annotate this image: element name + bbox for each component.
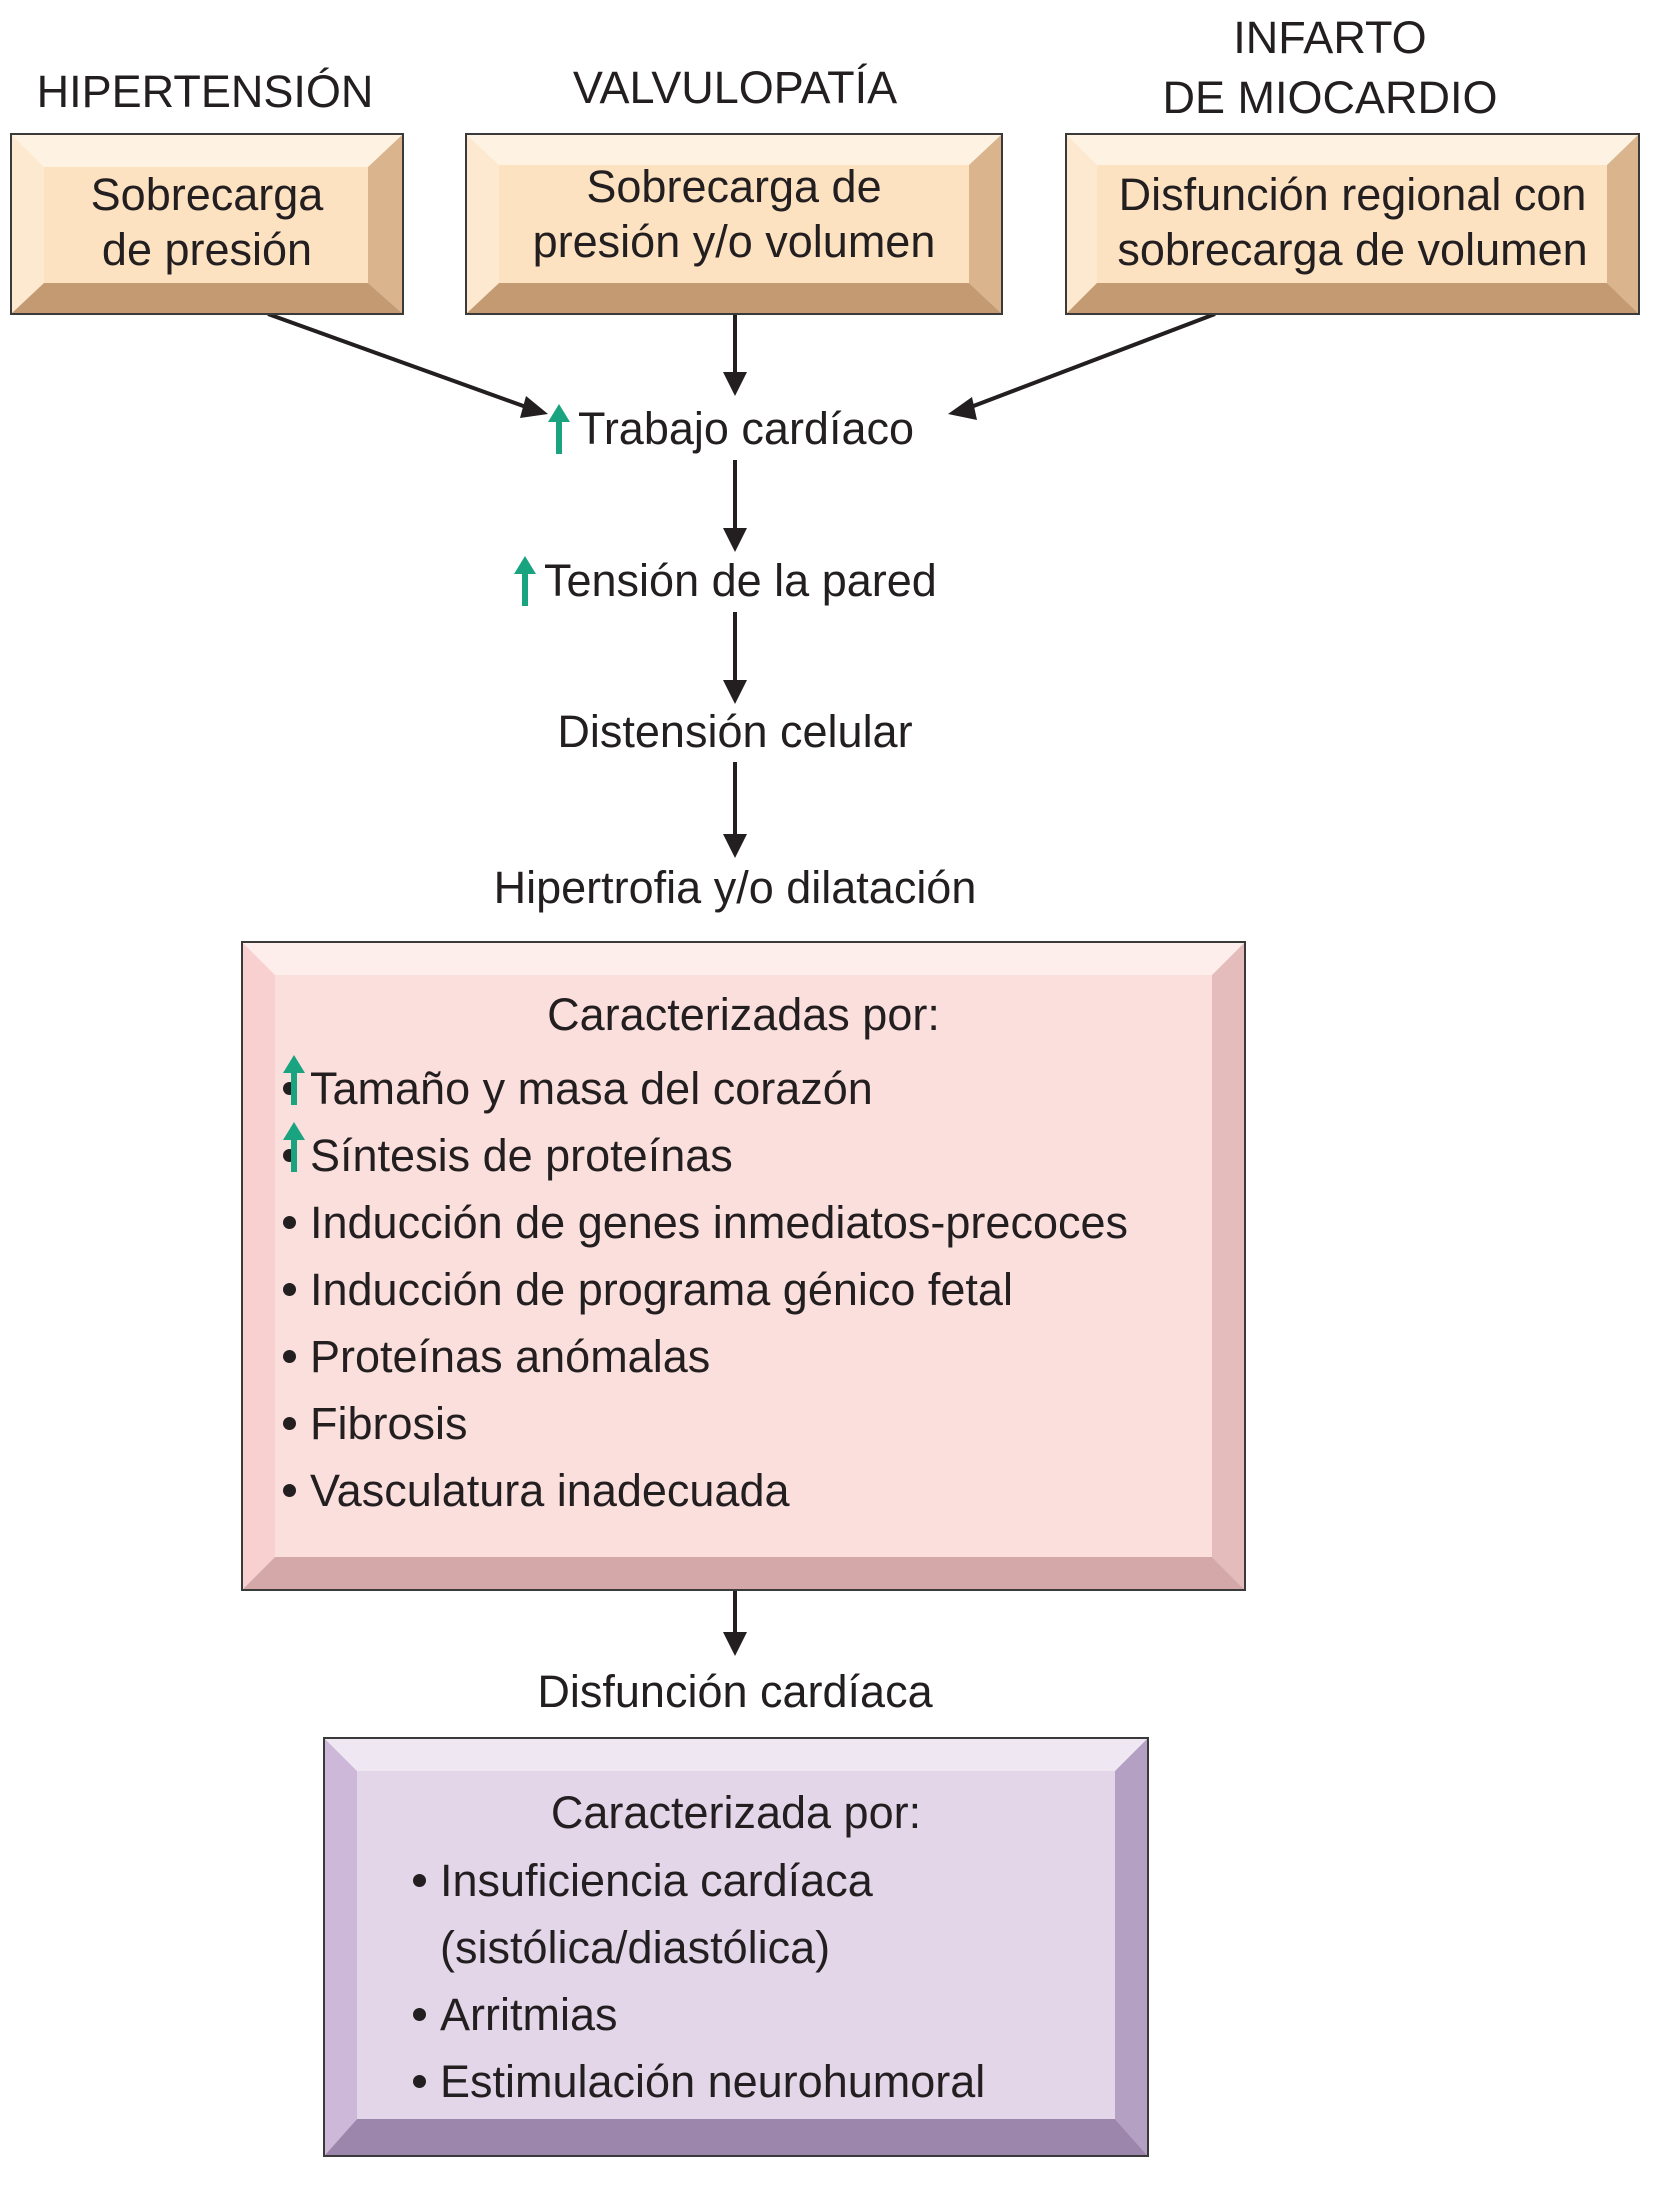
flow-step-hypertrophy: Hipertrofia y/o dilatación [493,862,977,913]
arrow-hipertension-to-work [267,312,541,414]
bullet-dot [283,1282,296,1296]
bullet-dot [283,1349,296,1363]
cause-box-infarto-line2: sobrecarga de volumen [1117,224,1588,275]
flow-step-dysfunction: Disfunción cardíaca [537,1666,933,1717]
dysfunction-list: Insuficiencia cardíaca (sistólica/diastó… [413,1847,985,2115]
cause-box-valvulopatia-line2: presión y/o volumen [532,216,936,267]
list-item-text: Arritmias [440,1989,618,2040]
bevel-frame [12,135,402,313]
cause-box-infarto-line1: Disfunción regional con [1118,169,1587,220]
increase-arrow-icon [283,1055,305,1105]
list-item-text: Insuficiencia cardíaca [440,1855,873,1906]
bevel-frame [243,943,1244,1589]
bullet-dot [283,1483,296,1497]
cause-title-infarto-line1: INFARTO [1233,12,1427,63]
cause-title-hipertension: HIPERTENSIÓN [36,66,374,117]
hypertrophy-box: Caracterizadas por: Tamaño y masa del co… [241,941,1246,1591]
bullet-dot [413,1873,426,1887]
list-item: Síntesis de proteínas [283,1122,1128,1189]
flow-step-wall-label: Tensión de la pared [544,555,937,606]
bullet-dot [283,1215,296,1229]
cause-box-hipertension-text: Sobrecarga de presión [12,167,402,277]
increase-arrow-icon [548,404,570,455]
cause-box-hipertension-line2: de presión [101,224,313,275]
list-item-continuation: (sistólica/diastólica) [413,1914,985,1981]
bevel-frame [325,1739,1147,2155]
increase-arrow-icon [283,1122,305,1172]
list-item-text: Inducción de programa génico fetal [310,1264,1013,1315]
list-item: Arritmias [413,1981,985,2048]
list-item-text: Estimulación neurohumoral [440,2056,986,2107]
dysfunction-box-title: Caracterizada por: [550,1787,922,1838]
hypertrophy-box-title: Caracterizadas por: [547,989,940,1040]
list-item: Fibrosis [283,1390,1128,1457]
bullet-dot [283,1416,296,1430]
cause-title-infarto-line2: DE MIOCARDIO [1162,72,1498,123]
list-item: Insuficiencia cardíaca [413,1847,985,1914]
bullet-dot [413,2074,426,2088]
bullet-dot [413,2007,426,2021]
hypertrophy-list: Tamaño y masa del corazón Síntesis de pr… [283,1055,1128,1524]
flow-step-wall: Tensión de la pared [514,553,937,609]
cause-box-hipertension: Sobrecarga de presión [10,133,404,315]
cause-title-infarto: INFARTO DE MIOCARDIO [1070,8,1590,128]
dysfunction-box: Caracterizada por: Insuficiencia cardíac… [323,1737,1149,2157]
list-item: Inducción de programa génico fetal [283,1256,1128,1323]
list-item-text: Tamaño y masa del corazón [310,1063,873,1114]
list-item-text: Síntesis de proteínas [310,1130,733,1181]
flow-step-work-label: Trabajo cardíaco [578,403,915,454]
cause-box-infarto-text: Disfunción regional con sobrecarga de vo… [1067,167,1638,277]
cause-box-infarto: Disfunción regional con sobrecarga de vo… [1065,133,1640,315]
flow-step-stretch: Distensión celular [557,706,913,757]
cause-box-valvulopatia: Sobrecarga de presión y/o volumen [465,133,1003,315]
bevel-frame [467,135,1001,313]
list-item-text: (sistólica/diastólica) [440,1922,831,1973]
flow-step-work: Trabajo cardíaco [548,401,914,457]
cause-box-valvulopatia-text: Sobrecarga de presión y/o volumen [467,159,1001,269]
list-item-text: Vasculatura inadecuada [310,1465,790,1516]
list-item-text: Fibrosis [310,1398,468,1449]
cause-box-hipertension-line1: Sobrecarga [90,169,324,220]
bevel-frame [1067,135,1638,313]
cause-title-valvulopatia: VALVULOPATÍA [572,62,898,113]
increase-arrow-icon [514,556,536,607]
cause-box-valvulopatia-line1: Sobrecarga de [586,161,882,212]
list-item: Inducción de genes inmediatos-precoces [283,1189,1128,1256]
list-item-text: Inducción de genes inmediatos-precoces [310,1197,1128,1248]
arrow-infarto-to-work [962,312,1216,412]
list-item: Tamaño y masa del corazón [283,1055,1128,1122]
list-item: Estimulación neurohumoral [413,2048,985,2115]
list-item: Vasculatura inadecuada [283,1457,1128,1524]
list-item-text: Proteínas anómalas [310,1331,711,1382]
list-item: Proteínas anómalas [283,1323,1128,1390]
